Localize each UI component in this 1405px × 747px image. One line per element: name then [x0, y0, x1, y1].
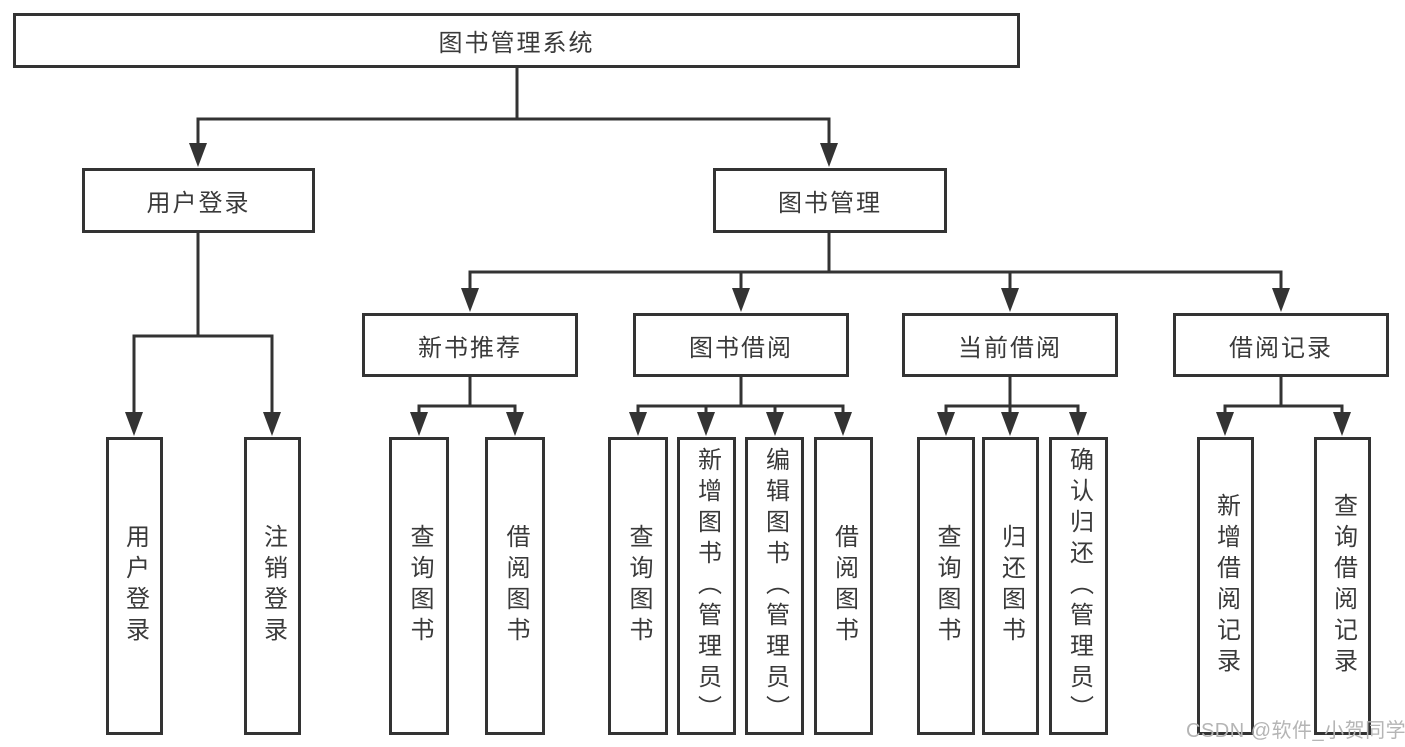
leaf-user-login: 用户登录 — [106, 437, 163, 735]
node-book-borrow: 图书借阅 — [633, 313, 849, 377]
node-new-book-recommend: 新书推荐 — [362, 313, 578, 377]
arrowheads — [125, 143, 1351, 436]
node-borrow-records: 借阅记录 — [1173, 313, 1389, 377]
node-library-management-system: 图书管理系统 — [13, 13, 1020, 68]
node-user-login: 用户登录 — [82, 168, 315, 233]
leaf-borrow-books: 借阅图书 — [814, 437, 873, 735]
leaf-recommend-borrow-books: 借阅图书 — [485, 437, 545, 735]
leaf-add-borrow-record: 新增借阅记录 — [1197, 437, 1254, 735]
leaf-confirm-return-admin: 确认归还（管理员） — [1049, 437, 1108, 735]
csdn-watermark: CSDN @软件_小贺同学 — [1186, 720, 1405, 742]
node-current-borrow: 当前借阅 — [902, 313, 1118, 377]
leaf-borrow-query-books: 查询图书 — [608, 437, 668, 735]
leaf-edit-book-admin: 编辑图书（管理员） — [745, 437, 804, 735]
leaf-recommend-query-books: 查询图书 — [389, 437, 449, 735]
leaf-return-books: 归还图书 — [982, 437, 1039, 735]
leaf-add-book-admin: 新增图书（管理员） — [677, 437, 736, 735]
leaf-logout: 注销登录 — [244, 437, 301, 735]
leaf-query-borrow-record: 查询借阅记录 — [1314, 437, 1371, 735]
leaf-current-query-books: 查询图书 — [917, 437, 975, 735]
node-book-management: 图书管理 — [713, 168, 947, 233]
